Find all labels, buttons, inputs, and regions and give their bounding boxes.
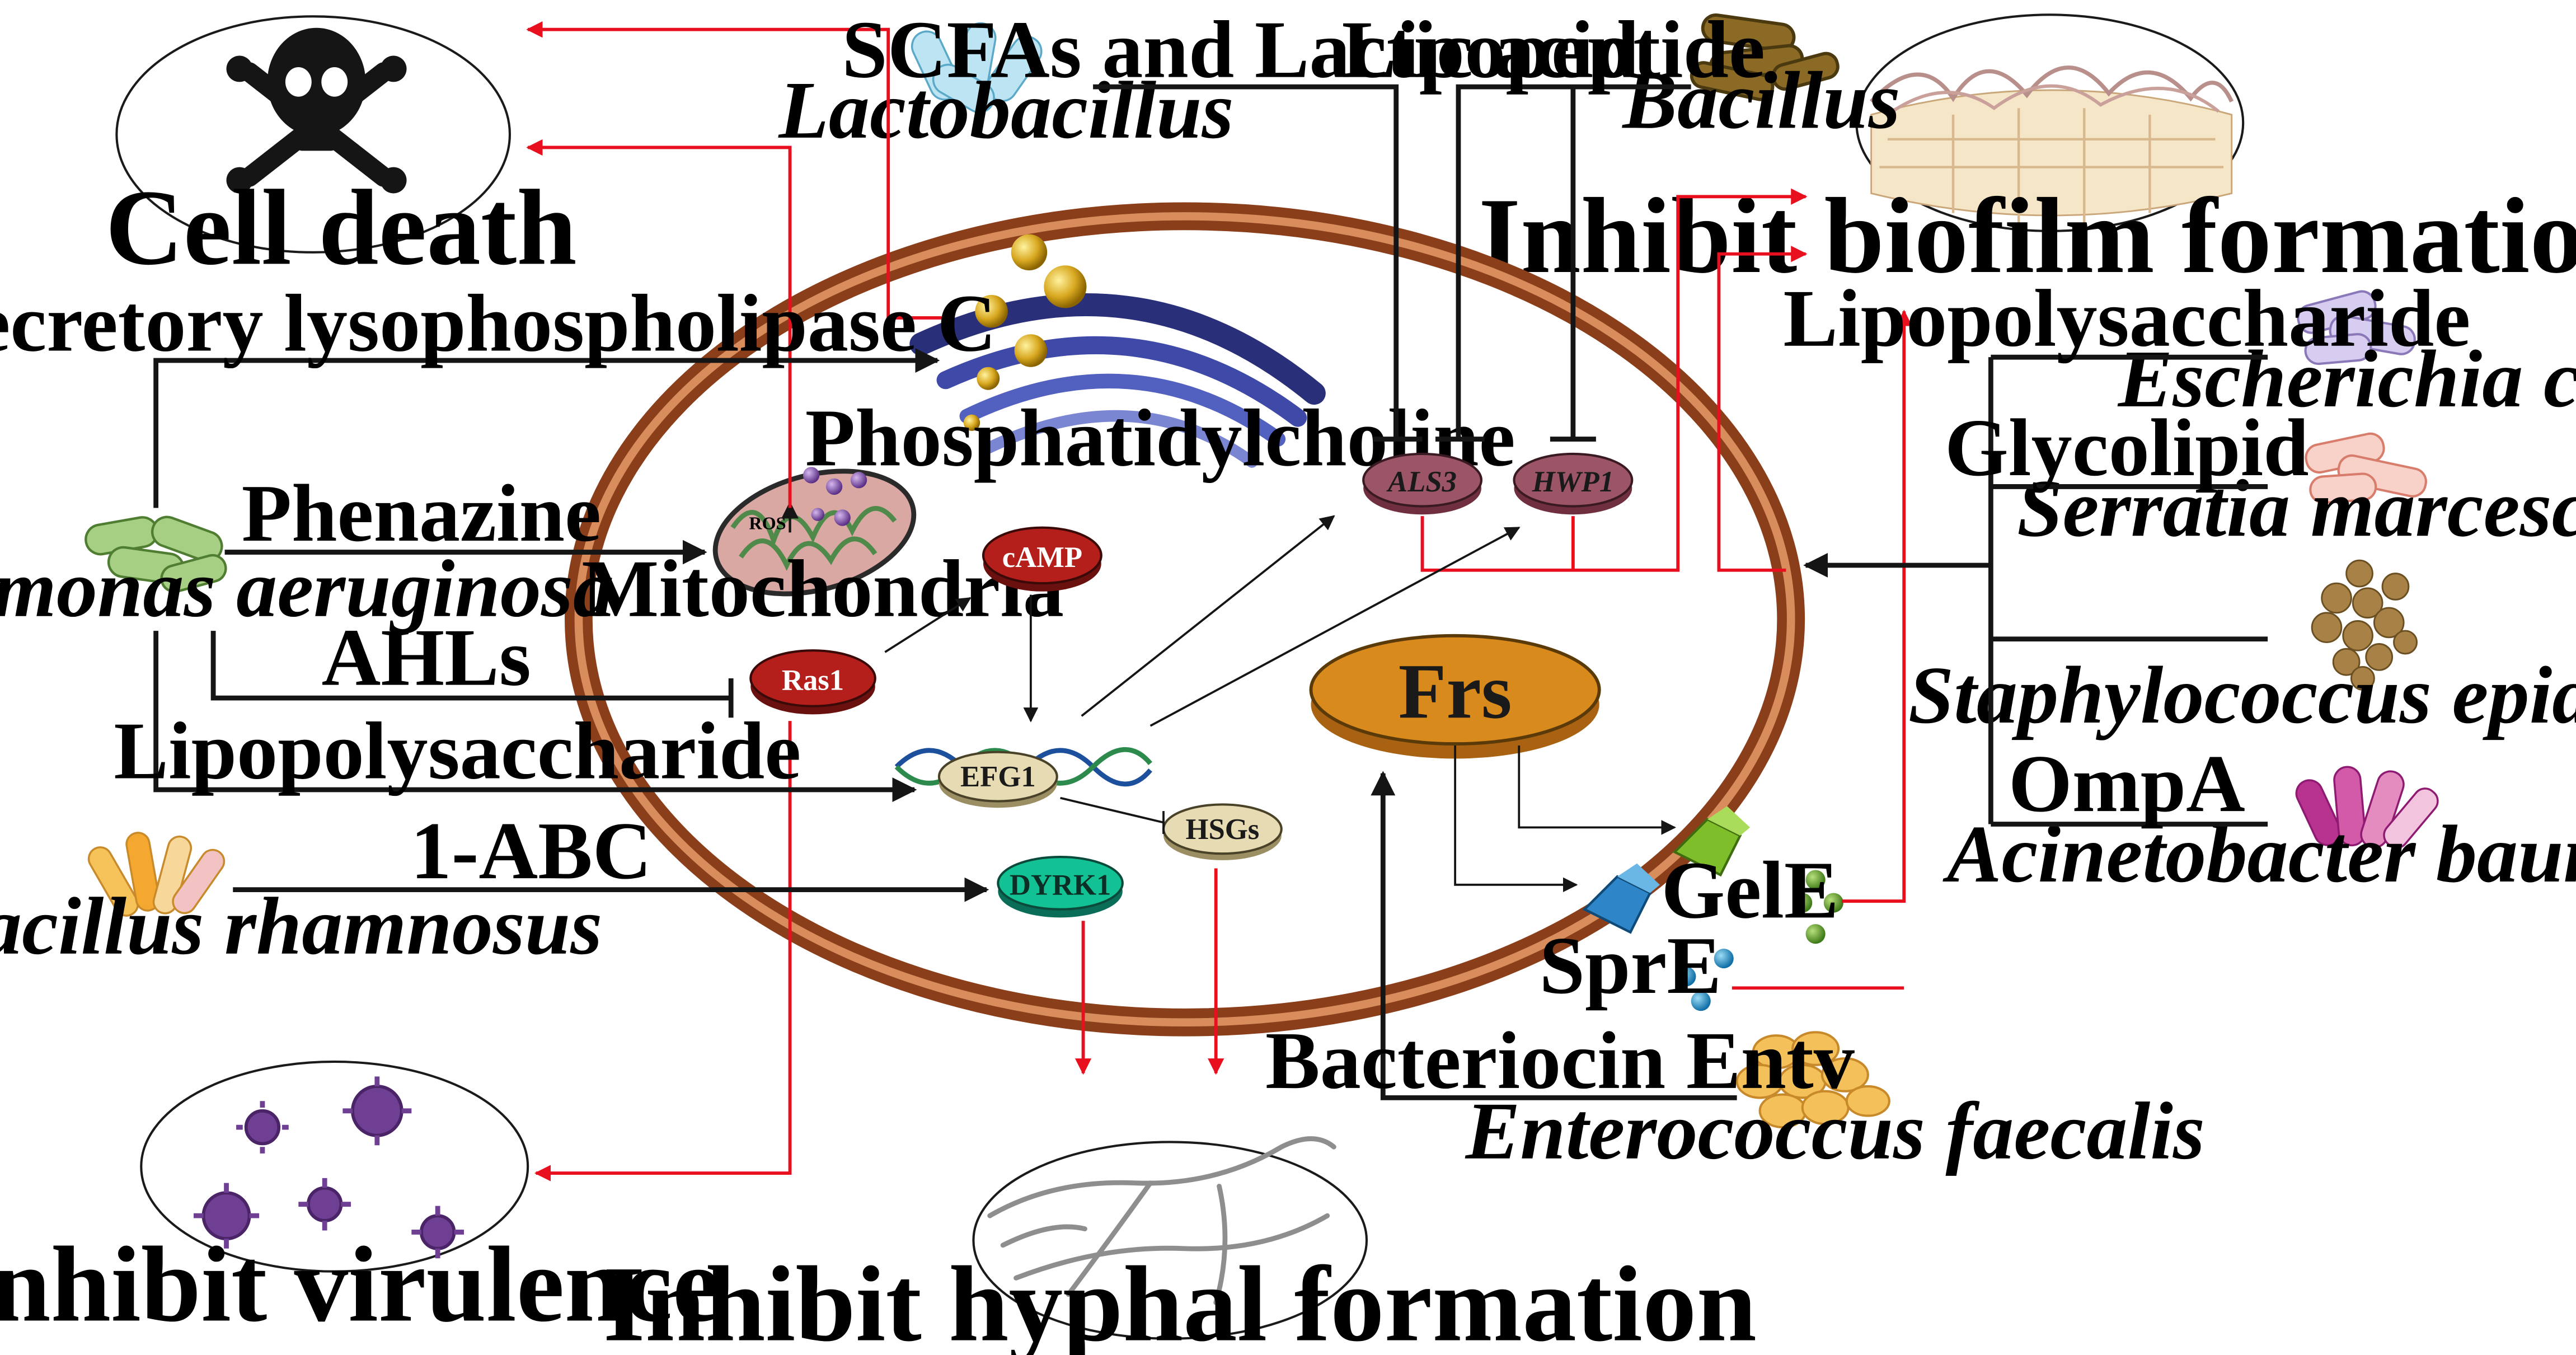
node-hsgs: HSGs — [1162, 803, 1283, 860]
ras1-label: Ras1 — [782, 664, 844, 696]
thin-paths — [884, 515, 1677, 893]
mitochondria-icon — [712, 468, 917, 597]
node-ras1: Ras1 — [749, 649, 876, 715]
efg1-label: EFG1 — [960, 761, 1036, 793]
l-rhamnosus-label: Lactobacillus rhamnosus — [0, 881, 602, 972]
hyphae-icon — [987, 1136, 1336, 1305]
gele-label: GelE — [1661, 845, 1838, 935]
cell-death-label: Cell death — [105, 167, 577, 287]
hyphal-label: Inhibit hyphal formation — [603, 1244, 1757, 1355]
node-efg1: EFG1 — [937, 751, 1058, 808]
acinetobacter-icon — [2295, 766, 2439, 849]
black-paths — [153, 84, 2268, 1100]
node-camp: cAMP — [982, 526, 1102, 592]
serratia-icon — [2305, 432, 2427, 504]
bacillus-icon — [1690, 13, 1840, 101]
dyrk1-label: DYRK1 — [1010, 869, 1111, 901]
arrow-bacteria-to-biofilm — [1717, 246, 1808, 572]
serratia-label: Serratia marcescens — [2017, 463, 2576, 554]
staphylococcus-icon — [2311, 559, 2418, 691]
staphylococcus-label: Staphylococcus epidermidis — [1908, 650, 2576, 740]
spre-particles — [1676, 948, 1734, 1011]
enterococcus-icon — [1735, 1031, 1890, 1129]
e-coli-label: Escherichia coli — [2117, 334, 2576, 424]
lps-pa-label: Lipopolysaccharide — [114, 706, 801, 796]
pseudomonas-icon — [85, 515, 227, 593]
arrow-ras1-to-virulence — [534, 721, 792, 1181]
arrow-mito-to-cell-death — [526, 139, 792, 508]
phenazine-label: Phenazine — [242, 468, 601, 559]
scfa-label: SCFAs and Lactic acid — [842, 4, 1639, 95]
arrow-als3-hwp1-to-biofilm — [1420, 188, 1808, 572]
node-frs: Frs — [1309, 634, 1601, 759]
slpc-label: Secretory lysophospholipase C — [0, 278, 996, 368]
hsgs-label: HSGs — [1186, 813, 1260, 846]
lipopeptide-label: Lipopeptide — [1342, 4, 1765, 95]
inhibit-ahls-to-ras1 — [210, 631, 731, 701]
arrow-efg1-to-hwp1 — [1149, 526, 1521, 727]
node-hwp1: HWP1 — [1513, 452, 1634, 515]
bacillus-label: Bacillus — [1621, 55, 1900, 146]
arrow-gele-to-biofilm — [1841, 310, 1912, 903]
spre-transporter-icon — [1582, 863, 1660, 934]
enterococcus-label: Enterococcus faecalis — [1465, 1086, 2205, 1176]
e-coli-icon — [2297, 290, 2416, 365]
gele-particles — [1793, 870, 1843, 944]
virulence-label: Inhibit virulence — [0, 1225, 720, 1344]
node-dyrk1: DYRK1 — [997, 856, 1124, 918]
arrow-frs-to-gele — [1518, 745, 1677, 835]
biofilm-icon — [1870, 65, 2234, 223]
abc-label: 1-ABC — [411, 805, 652, 896]
frs-label: Frs — [1399, 648, 1512, 735]
node-als3: ALS3 — [1362, 452, 1482, 515]
arrow-slpc-to-golgi — [153, 348, 940, 508]
virus-spikes — [193, 1076, 464, 1259]
ahls-label: AHLs — [322, 612, 531, 703]
cell-membrane-highlight — [574, 212, 1795, 1027]
als3-label: ALS3 — [1386, 466, 1457, 498]
gele-transporter-icon — [1672, 806, 1751, 877]
camp-label: cAMP — [1002, 541, 1082, 574]
ros-particle-icons — [803, 467, 867, 526]
hwp1-label: HWP1 — [1532, 466, 1614, 498]
skull-icon — [226, 27, 407, 194]
inhibit-scfa-to-als3 — [1093, 84, 1399, 439]
ros-label: ROS — [749, 513, 786, 533]
arrow-ras1-to-camp — [884, 597, 972, 653]
arrow-bacteriocin-to-frs — [1371, 771, 1737, 1100]
arrow-frs-to-spre — [1454, 745, 1578, 893]
lactobacillus-icon — [911, 22, 1043, 114]
bacteriocin-label: Bacteriocin Entv — [1265, 1015, 1855, 1106]
pseudomonas-label: Pseudomonas aeruginosa — [0, 543, 614, 634]
arrow-golgi-to-cell-death — [526, 21, 946, 320]
lps-ec-label: Lipopolysaccharide — [1783, 273, 2470, 364]
ompa-label: OmpA — [2009, 738, 2245, 829]
l-rhamnosus-icon — [87, 832, 226, 917]
red-paths — [526, 21, 1912, 1181]
glycolipid-label: Glycolipid — [1945, 402, 2309, 493]
spre-label: SprE — [1540, 920, 1721, 1011]
arrow-lps-to-efg1 — [153, 631, 917, 802]
gold-vesicle-icons — [963, 234, 1087, 431]
arrow-efg1-to-als3 — [1081, 515, 1335, 717]
biofilm-label: Inhibit biofilm formation — [1479, 176, 2576, 296]
inhibit-lipopeptide-to-als3 — [1456, 84, 1691, 439]
lactobacillus-label: Lactobacillus — [777, 65, 1233, 156]
inhibit-efg1-to-hsgs — [1060, 796, 1164, 824]
